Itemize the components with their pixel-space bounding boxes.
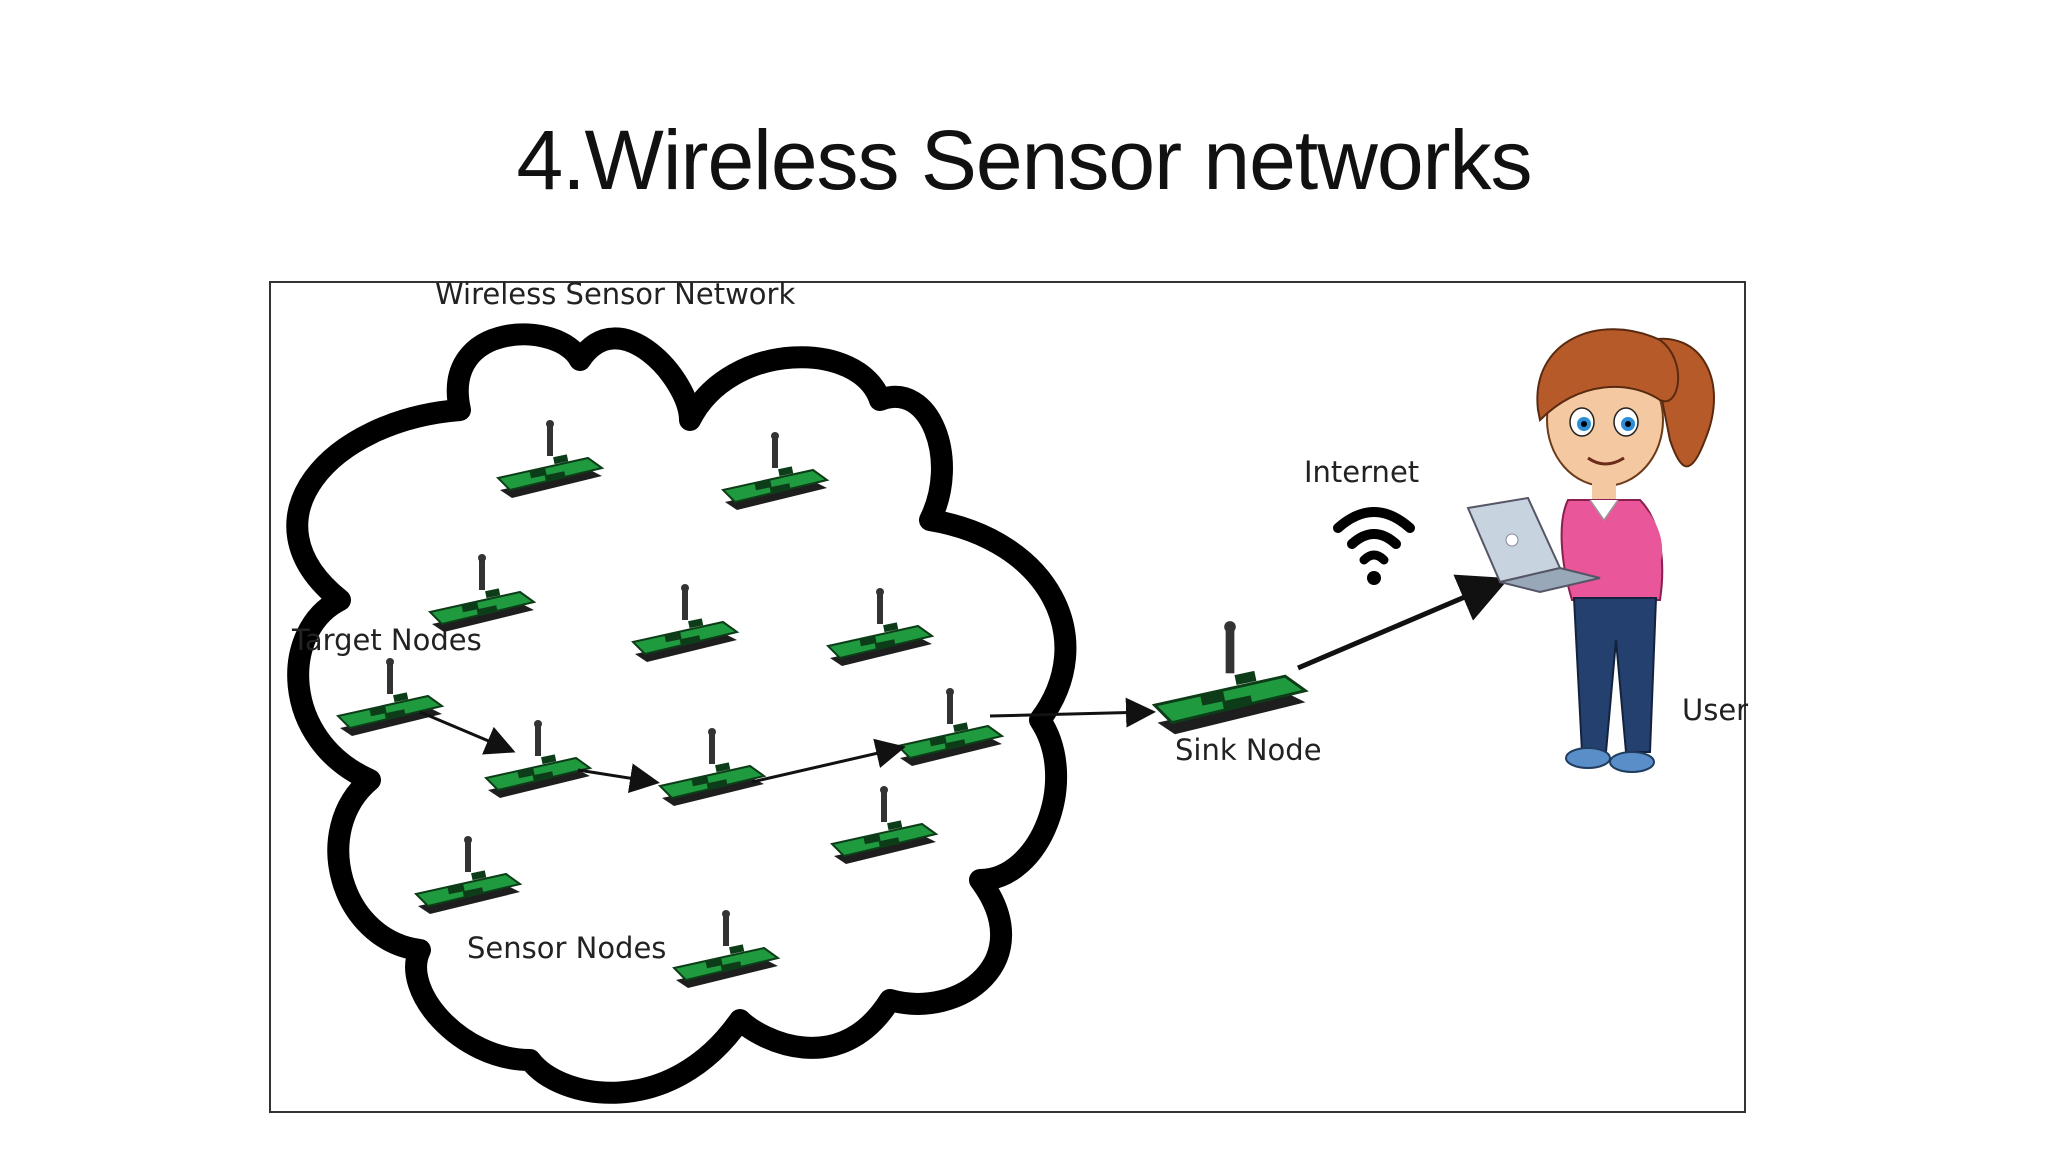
route-arrow (419, 710, 516, 755)
internet-arrow (1297, 574, 1510, 671)
internet-label: Internet (1304, 455, 1419, 489)
wifi-icon (1333, 507, 1415, 585)
route-arrow (577, 763, 660, 794)
slide-title: 4.Wireless Sensor networks (516, 113, 1532, 207)
user-label: User (1682, 693, 1748, 727)
user-figure (1466, 328, 1715, 773)
sensor-nodes-label: Sensor Nodes (467, 931, 666, 965)
route-arrow (989, 697, 1156, 728)
network-cloud (286, 323, 1077, 1104)
sink-node-label: Sink Node (1175, 733, 1322, 767)
network-label: Wireless Sensor Network (435, 277, 795, 311)
route-arrow (751, 738, 906, 784)
